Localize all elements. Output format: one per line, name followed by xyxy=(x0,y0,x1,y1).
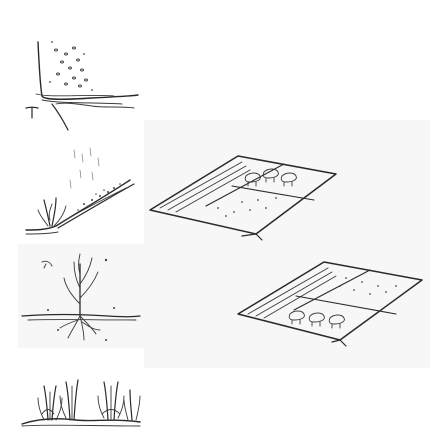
field-plot-with-livestock-icon xyxy=(146,150,342,242)
plant-clump-left xyxy=(38,386,62,420)
stage-seedling-growth xyxy=(22,140,142,240)
plant-with-roots-icon xyxy=(18,244,144,348)
mature-plants-icon xyxy=(20,356,144,428)
stage-seed-sowing xyxy=(22,34,142,134)
stage-plant-with-roots xyxy=(18,244,144,348)
field-dots xyxy=(217,197,277,217)
field-plan-upper xyxy=(146,150,342,242)
seedling-in-furrow-icon xyxy=(22,140,142,240)
seeds-falling-into-soil-icon xyxy=(22,34,142,134)
field-dots xyxy=(339,277,397,295)
plant-clump-far-right xyxy=(124,390,140,420)
field-plan-lower xyxy=(236,256,426,348)
falling-rain-marks xyxy=(70,148,99,188)
plant-clump-right xyxy=(98,382,124,420)
livestock-group xyxy=(289,311,344,328)
soil-specks xyxy=(77,183,121,211)
field-plot-with-livestock-icon xyxy=(236,256,426,348)
stage-mature-plants xyxy=(20,356,144,428)
falling-seeds xyxy=(49,41,93,91)
plant-clump-center xyxy=(60,380,78,420)
